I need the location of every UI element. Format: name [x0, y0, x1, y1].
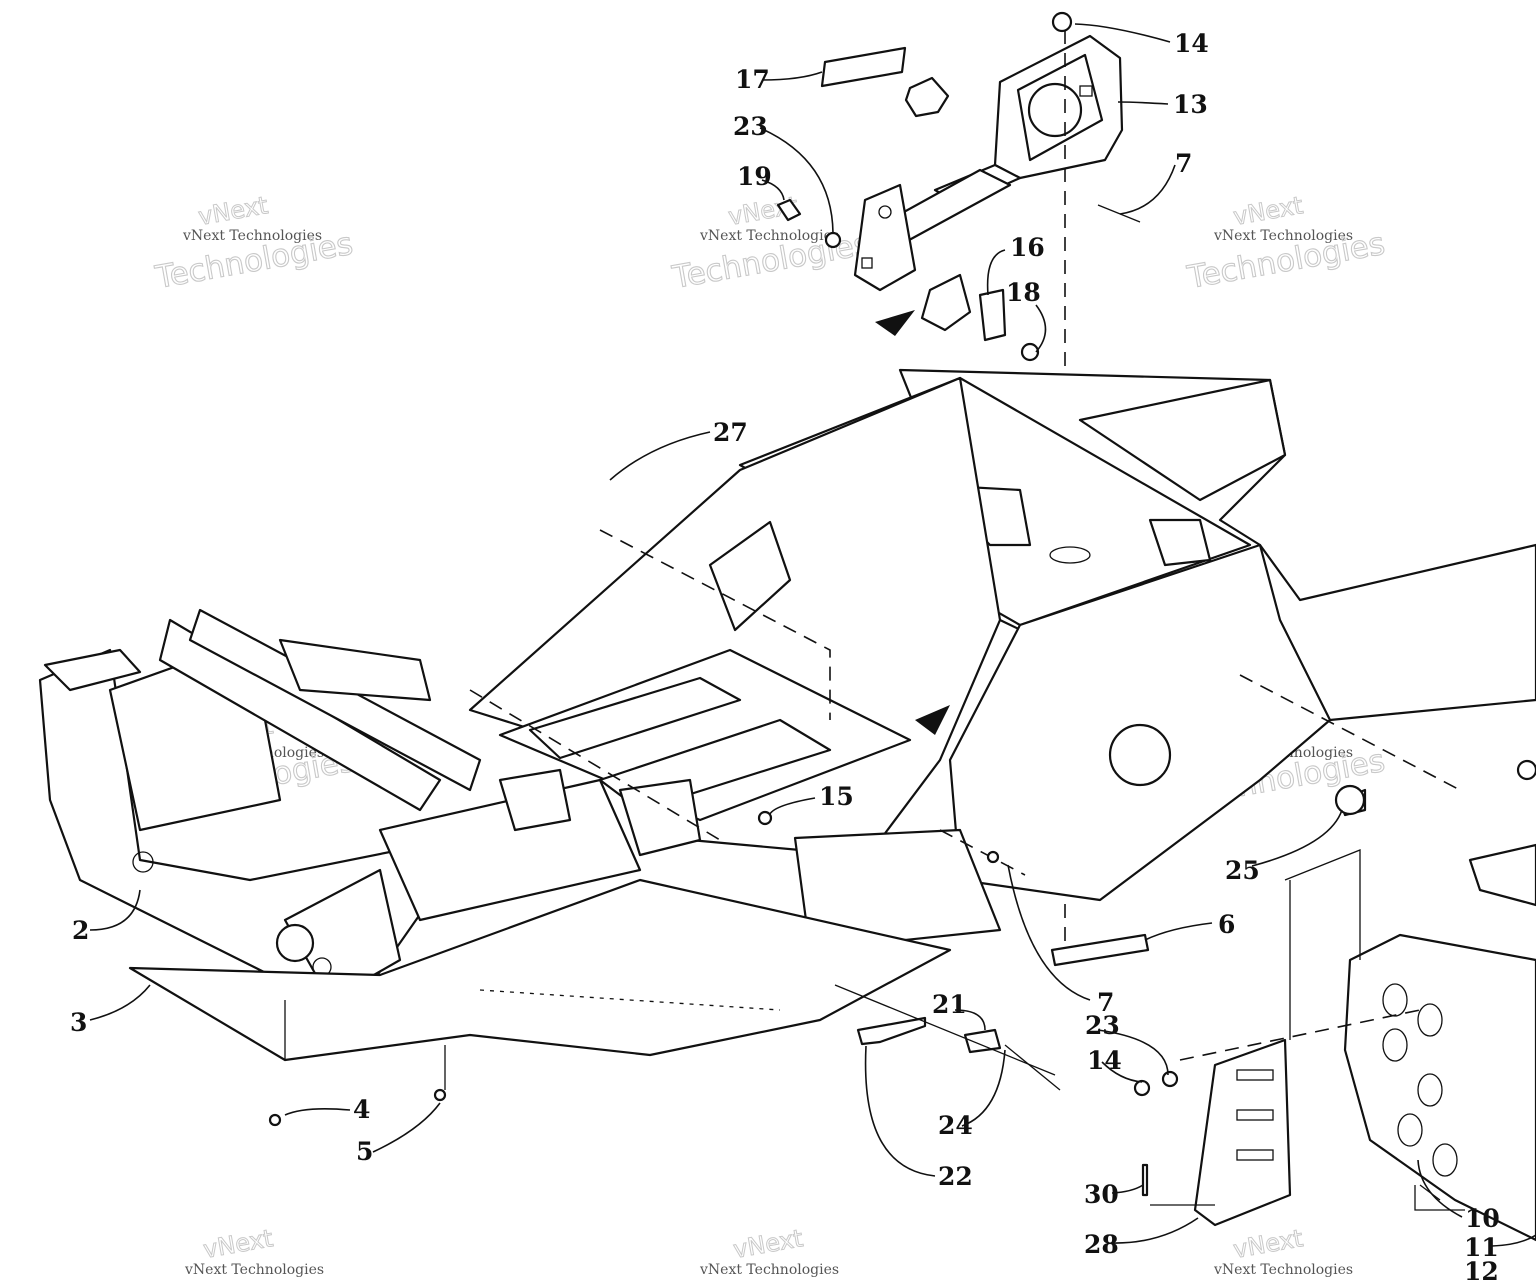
washer: [824, 231, 842, 249]
watermark-company: vNext Technologies: [184, 1262, 324, 1278]
part-label-13: 13: [1173, 90, 1208, 119]
hinge-strip: [1050, 933, 1150, 967]
rivet-pin: [1097, 204, 1141, 223]
rivet: [268, 1113, 282, 1127]
hinge-clip: [978, 288, 1007, 342]
nut: [1051, 11, 1073, 33]
part-label-12: 12: [1464, 1257, 1499, 1280]
grommet: [904, 76, 950, 118]
side-panel: [948, 543, 1332, 902]
bolt: [776, 198, 802, 222]
part-label-5: 5: [356, 1137, 373, 1166]
pin: [1141, 1163, 1149, 1197]
watermark-company: vNext Technologies: [699, 228, 839, 244]
small-plate: [820, 46, 907, 88]
footrest-rail: [1468, 843, 1536, 907]
bulkhead-bracket: [853, 34, 1124, 292]
part-label-27: 27: [713, 418, 748, 447]
clip: [963, 1028, 1002, 1054]
part-label-6: 6: [1218, 910, 1235, 939]
leader-lines: [89, 23, 1536, 1247]
main-frame: [468, 376, 1002, 952]
frame-drawing: [38, 11, 1536, 1242]
part-label-18: 18: [1006, 278, 1041, 307]
part-label-23-top: 23: [733, 112, 768, 141]
watermark-company: vNext Technologies: [1213, 228, 1353, 244]
direction-arrow: [915, 705, 950, 735]
rivet: [433, 1088, 447, 1102]
belly-pan: [128, 878, 952, 1062]
part-label-2: 2: [72, 916, 89, 945]
watermark-company: vNext Technologies: [699, 1262, 839, 1278]
access-hole: [1108, 723, 1172, 787]
part-label-3: 3: [70, 1008, 87, 1037]
watermark-company: vNext Technologies: [1213, 1262, 1353, 1278]
nut: [1020, 342, 1040, 362]
part-label-11: 11: [1464, 1233, 1499, 1262]
watermark-brand: vNext: [1231, 191, 1305, 231]
part-label-23-bottom: 23: [1085, 1011, 1120, 1040]
part-label-10: 10: [1465, 1204, 1500, 1233]
watermark-brand: vNext: [731, 1224, 805, 1264]
front-arch: [38, 608, 702, 1002]
part-label-14-bottom: 14: [1087, 1046, 1122, 1075]
part-label-24: 24: [938, 1111, 973, 1140]
hinge-plate: [920, 273, 972, 332]
part-label-19: 19: [737, 162, 772, 191]
part-label-21: 21: [932, 990, 967, 1019]
cable-pin: [1004, 1044, 1061, 1091]
watermark-brand: vNext: [1231, 1224, 1305, 1264]
footrest: [1343, 933, 1536, 1242]
strap: [856, 1016, 927, 1046]
part-label-28: 28: [1084, 1230, 1119, 1259]
part-label-22: 22: [938, 1162, 973, 1191]
part-label-7-bottom: 7: [1097, 988, 1114, 1017]
part-label-15: 15: [819, 782, 854, 811]
part-label-16: 16: [1010, 233, 1045, 262]
watermark-company: vNext Technologies: [182, 228, 322, 244]
part-label-30: 30: [1084, 1180, 1119, 1209]
mount-plate: [1193, 1038, 1292, 1227]
rivet: [986, 850, 1000, 864]
part-label-7-top: 7: [1175, 149, 1192, 178]
part-label-25: 25: [1225, 856, 1260, 885]
part-label-4: 4: [353, 1095, 370, 1124]
part-label-14-top: 14: [1174, 29, 1209, 58]
direction-arrow: [875, 310, 915, 336]
watermark-brand: vNext: [201, 1224, 275, 1264]
grommet-small: [757, 810, 773, 826]
part-label-17: 17: [735, 65, 770, 94]
watermark-brand: vNext: [196, 191, 270, 231]
part-labels: 14 13 17 23 7 19 16 18 27 15 25 2 6 3 7 …: [70, 29, 1500, 1280]
